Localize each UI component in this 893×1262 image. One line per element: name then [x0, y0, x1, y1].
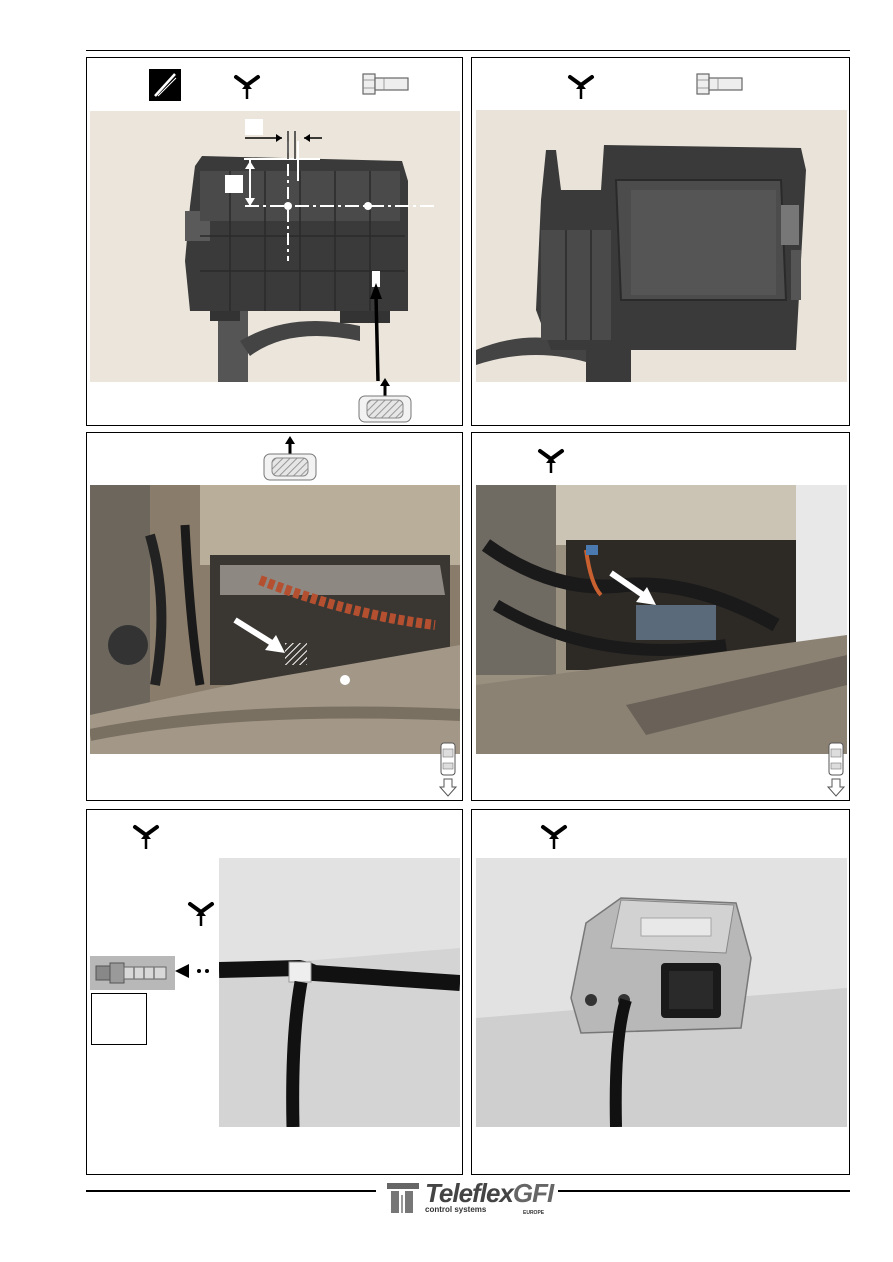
photo-hose-fitting	[90, 956, 175, 990]
photo-engine-bay-left	[90, 485, 460, 754]
component-remove-icon	[358, 378, 412, 423]
screwdriver-icon	[149, 69, 181, 101]
panel-step-4	[471, 432, 850, 801]
y-fork-icon	[133, 825, 159, 849]
vehicle-direction-icon	[439, 742, 457, 797]
panel-step-2	[471, 57, 850, 426]
teleflex-gfi-logo: TeleflexGFI control systems EUROPE	[385, 1178, 555, 1218]
bolt-icon	[696, 73, 743, 95]
bolt-icon	[362, 73, 409, 95]
logo-region: EUROPE	[523, 1210, 545, 1216]
hose-t-junction-drawing	[219, 858, 460, 1127]
engine-bay-left-drawing	[90, 485, 460, 754]
panel-step-6	[471, 809, 850, 1175]
logo-mark-icon	[387, 1183, 419, 1213]
engine-bay-right-drawing	[476, 485, 847, 754]
y-fork-icon	[188, 902, 214, 926]
logo-brand-accent: GFI	[512, 1178, 554, 1208]
panel-step-3	[86, 432, 463, 801]
y-fork-icon	[541, 825, 567, 849]
pointer-arrow-icon	[175, 964, 209, 978]
control-unit-drawing	[476, 858, 847, 1127]
component-remove-icon	[263, 436, 317, 481]
module-mounted-drawing	[476, 110, 847, 382]
y-fork-icon	[538, 449, 564, 473]
header-rule	[86, 50, 850, 51]
photo-module-bracket	[90, 111, 460, 382]
photo-hose-t-junction	[219, 858, 460, 1127]
photo-engine-bay-right	[476, 485, 847, 754]
photo-module-mounted	[476, 110, 847, 382]
logo-brand-main: Teleflex	[425, 1178, 514, 1208]
y-fork-icon	[234, 75, 260, 99]
vehicle-direction-icon	[827, 742, 845, 797]
logo-tagline: control systems	[425, 1205, 487, 1214]
panel-step-1	[86, 57, 463, 426]
footer-rule-left	[86, 1190, 376, 1192]
y-fork-icon	[568, 75, 594, 99]
hose-fitting-drawing	[90, 956, 175, 990]
blank-label-box	[91, 993, 147, 1045]
panel-step-5	[86, 809, 463, 1175]
logo-wordmark: TeleflexGFI	[425, 1178, 554, 1209]
photo-control-unit	[476, 858, 847, 1127]
footer-rule-right	[558, 1190, 850, 1192]
module-bracket-drawing	[90, 111, 460, 382]
